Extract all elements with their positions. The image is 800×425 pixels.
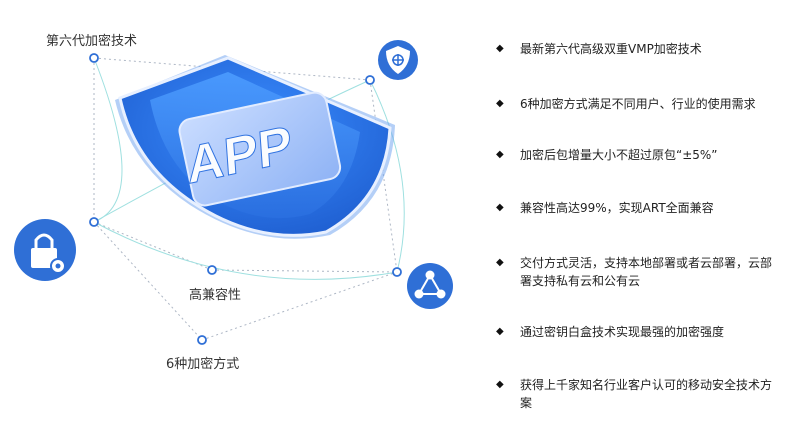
feature-item: ◆ 获得上千家知名行业客户认可的移动安全技术方案 [488,376,788,412]
feature-text: 通过密钥白盒技术实现最强的加密强度 [520,325,725,339]
label-high-compatibility: 高兼容性 [189,288,242,303]
feature-item: ◆ 兼容性高达99%，实现ART全面兼容 [488,199,788,217]
bullet-diamond-icon: ◆ [496,379,504,390]
label-six-encryption-methods: 6种加密方式 [166,357,240,372]
feature-text: 获得上千家知名行业客户认可的移动安全技术方案 [520,378,773,410]
feature-text: 加密后包增量大小不超过原包“±5%” [520,148,718,162]
label-sixth-gen-encryption: 第六代加密技术 [46,34,138,49]
feature-text: 交付方式灵活，支持本地部署或者云部署，云部署支持私有云和公有云 [520,256,773,288]
feature-item: ◆ 最新第六代高级双重VMP加密技术 [488,40,788,58]
feature-text: 最新第六代高级双重VMP加密技术 [520,42,702,56]
feature-text: 6种加密方式满足不同用户、行业的使用需求 [520,97,756,111]
node-dot [365,75,375,85]
bullet-diamond-icon: ◆ [496,149,504,160]
bullet-diamond-icon: ◆ [496,43,504,54]
bullet-diamond-icon: ◆ [496,202,504,213]
node-dot [89,217,99,227]
shield-check-icon [378,40,418,80]
bullet-diamond-icon: ◆ [496,326,504,337]
feature-text: 兼容性高达99%，实现ART全面兼容 [520,201,714,215]
node-dot [197,335,207,345]
node-dots [89,53,402,345]
share-network-icon [407,263,453,309]
feature-item: ◆ 通过密钥白盒技术实现最强的加密强度 [488,323,788,341]
node-dot [207,265,217,275]
feature-item: ◆ 6种加密方式满足不同用户、行业的使用需求 [488,95,788,113]
node-dot [392,267,402,277]
bullet-diamond-icon: ◆ [496,257,504,268]
lock-gear-icon [14,219,76,281]
app-shield: APP [115,55,395,239]
feature-item: ◆ 交付方式灵活，支持本地部署或者云部署，云部署支持私有云和公有云 [488,254,788,290]
node-dot [89,53,99,63]
bullet-diamond-icon: ◆ [496,98,504,109]
feature-item: ◆ 加密后包增量大小不超过原包“±5%” [488,146,788,164]
